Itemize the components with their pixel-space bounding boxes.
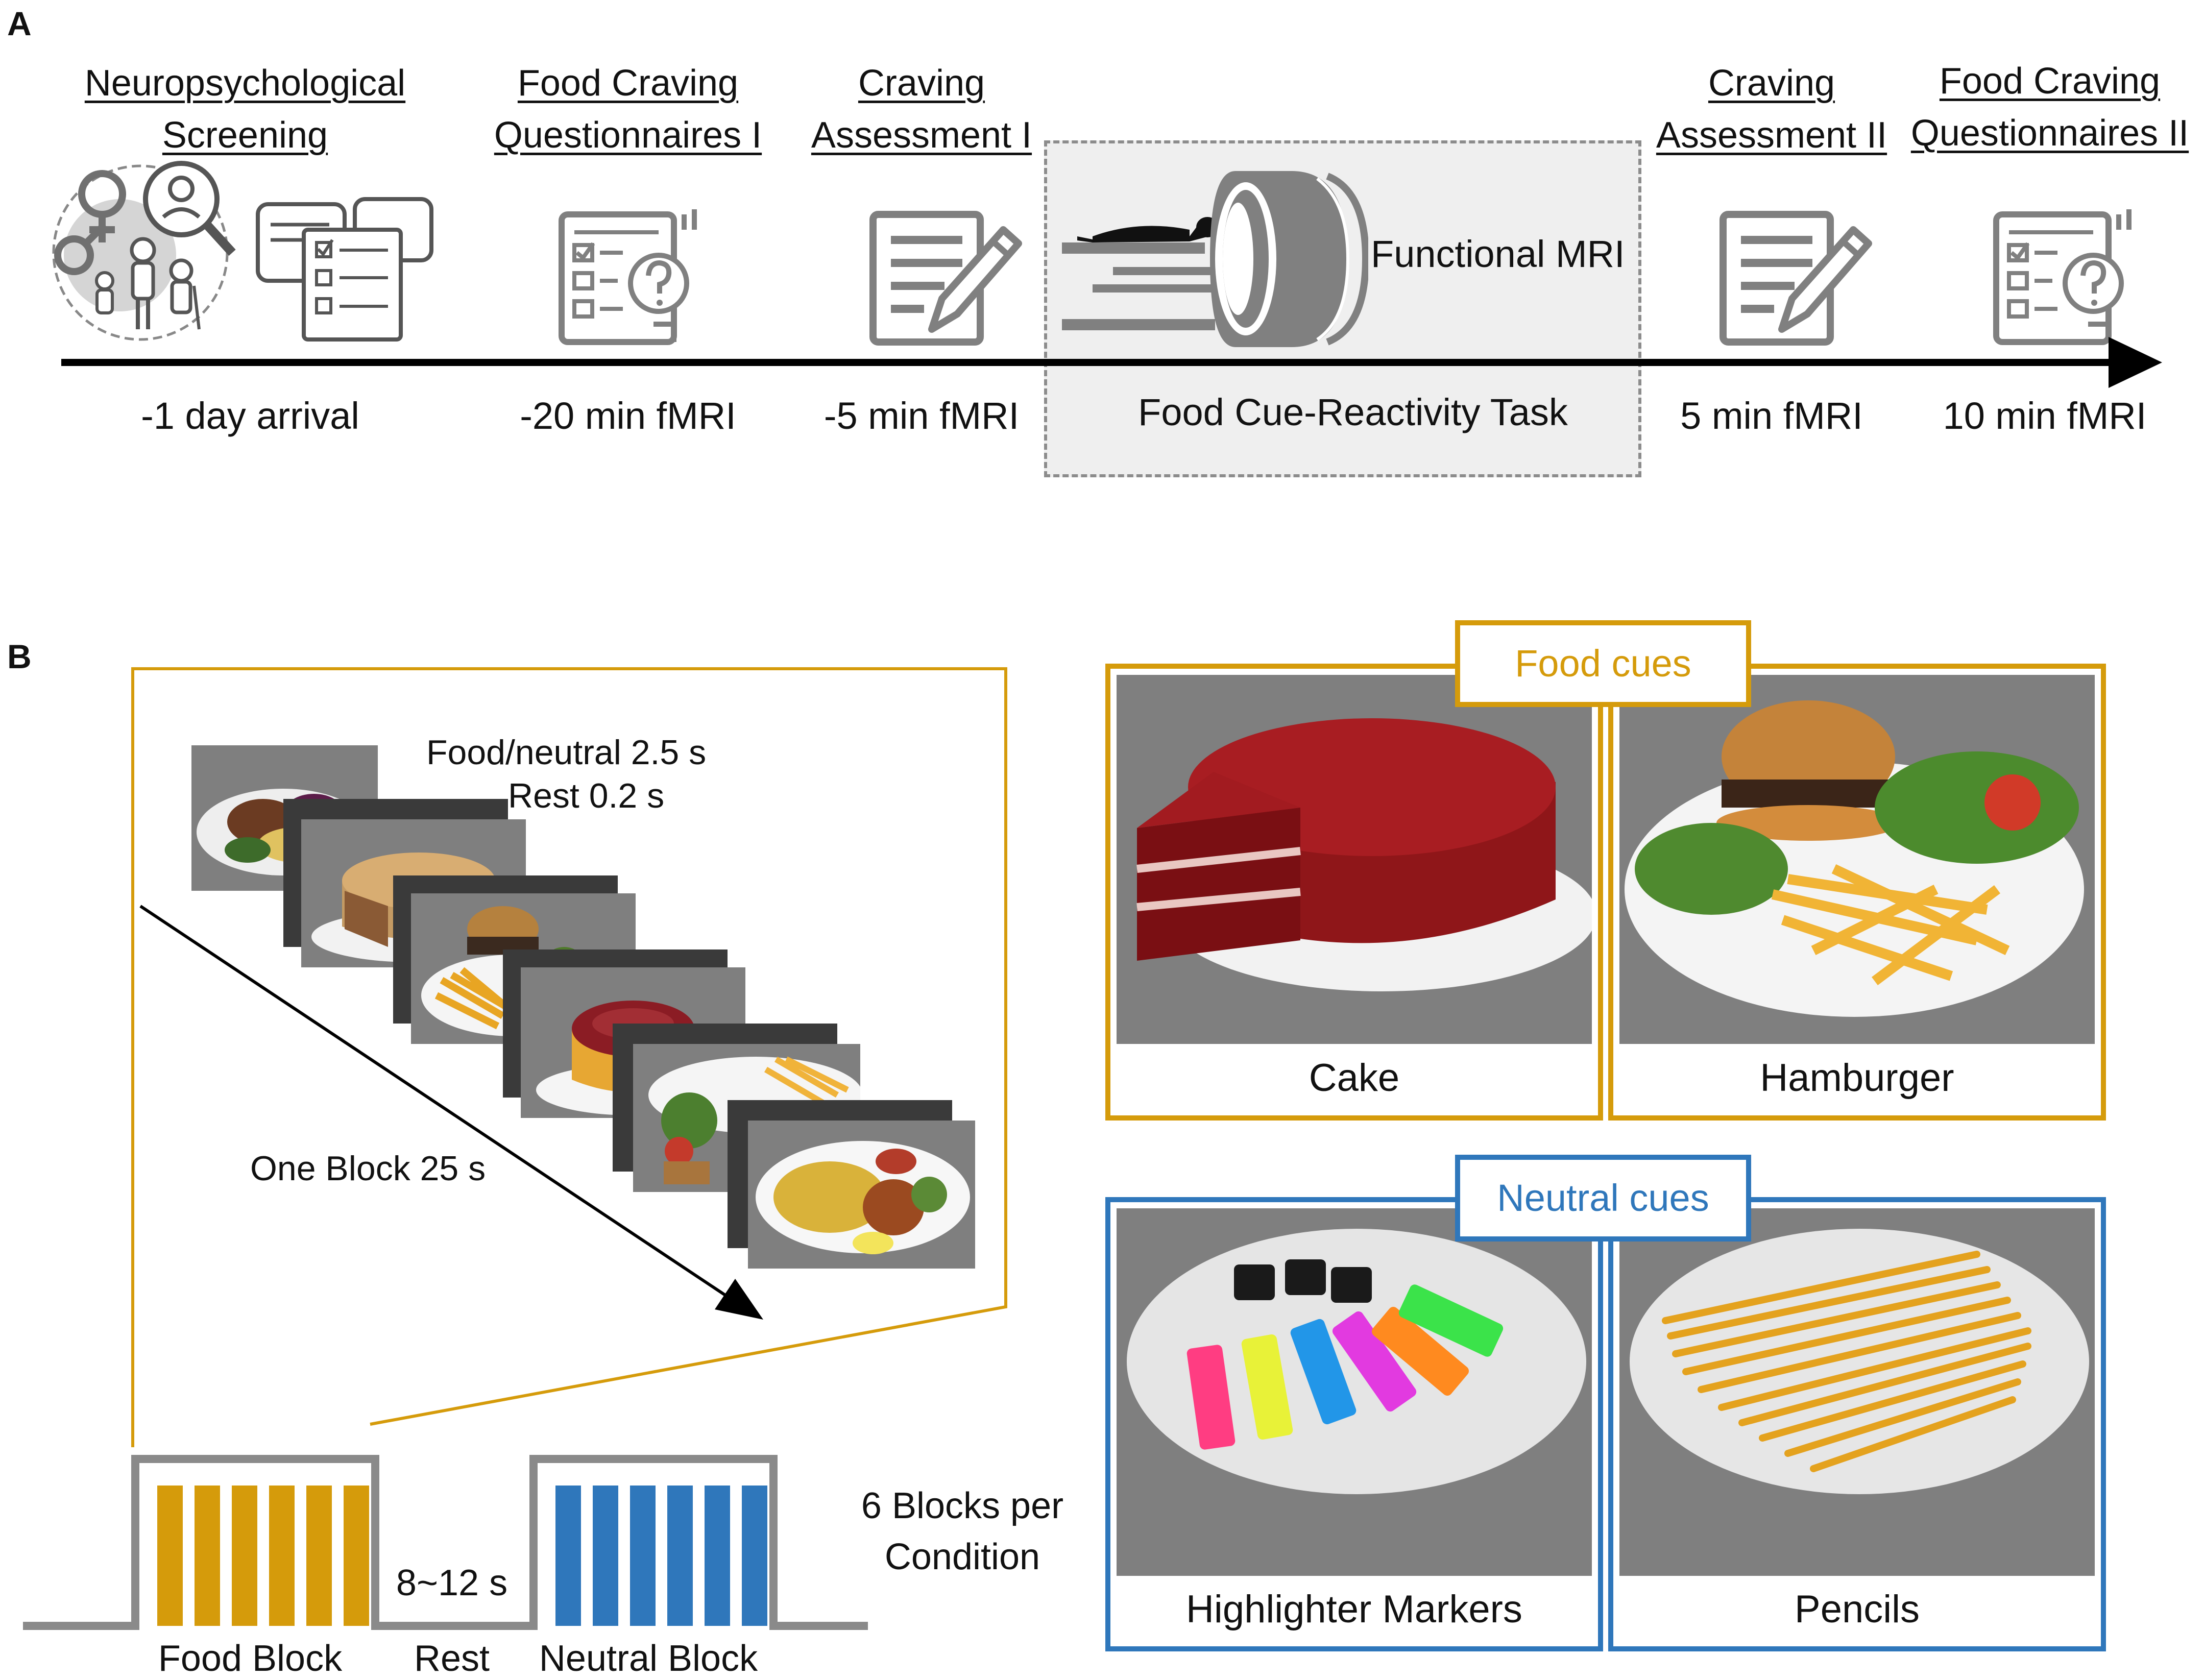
stage-title-line: Food Craving (517, 63, 739, 104)
stage-title-craving-2: Craving Assessment II (1646, 57, 1897, 161)
stage-title-line: Assessment II (1656, 115, 1887, 156)
cake-image (1117, 675, 1592, 1044)
cake-caption: Cake (1117, 1046, 1592, 1109)
hamburger-caption: Hamburger (1619, 1046, 2095, 1109)
neutral-block-bars (555, 1486, 767, 1626)
food-block-label: Food Block (158, 1638, 343, 1679)
rest-duration-label: Rest 0.2 s (508, 776, 665, 815)
neutral-cue-frame-highlighters: Highlighter Markers (1105, 1197, 1603, 1651)
demographics-icon (52, 161, 433, 342)
neutral-block-label: Neutral Block (539, 1638, 758, 1679)
time-label: 10 min fMRI (1943, 395, 2147, 437)
time-label: -20 min fMRI (520, 395, 736, 437)
pencils-caption: Pencils (1619, 1579, 2095, 1640)
food-block-bars (157, 1486, 369, 1626)
food-cue-frame-hamburger: Hamburger (1608, 664, 2106, 1121)
time-label: -1 day arrival (141, 395, 359, 437)
blocks-per-line: 6 Blocks per (861, 1486, 1064, 1526)
stage-title-food-craving-2: Food Craving Questionnaires II (1902, 55, 2198, 159)
stage-title-line: Craving (1708, 63, 1835, 104)
stage-title-food-craving-1: Food Craving Questionnaires I (449, 57, 807, 161)
neutral-cue-frame-pencils: Pencils (1608, 1197, 2106, 1651)
timeline-arrow (61, 337, 2162, 388)
panel-b-letter: B (7, 638, 32, 675)
hamburger-image (1619, 675, 2095, 1044)
neutral-cues-header: Neutral cues (1455, 1155, 1751, 1241)
questionnaire-icon (1993, 209, 2132, 345)
questionnaire-icon (559, 209, 697, 345)
assessment-pencil-icon (1719, 211, 1872, 346)
fmri-label: Functional MRI (1371, 233, 1625, 275)
stage-title-line: Neuropsychological (84, 63, 406, 104)
rest-duration-block-label: 8~12 s (396, 1563, 508, 1603)
food-slide (748, 1121, 975, 1269)
stage-title-line: Food Craving (1939, 61, 2161, 102)
stage-title-line: Questionnaires II (1910, 113, 2189, 154)
stage-title-line: Questionnaires I (494, 115, 762, 156)
zoom-frame (131, 667, 1007, 1447)
condition-line: Condition (884, 1537, 1040, 1577)
pencils-image (1619, 1208, 2095, 1576)
block-design-waveform (23, 1455, 868, 1630)
fmri-dashed-box (1044, 140, 1641, 477)
blocks-per-condition-label: 6 Blocks per Condition (842, 1480, 1082, 1582)
rest-block-label: Rest (414, 1638, 490, 1679)
stim-duration-label: Food/neutral 2.5 s (426, 733, 707, 772)
highlighters-image (1117, 1208, 1592, 1576)
time-label: 5 min fMRI (1680, 395, 1863, 437)
block-direction-arrow (139, 905, 763, 1320)
mri-scanner-icon (1062, 171, 1368, 347)
food-cues-header: Food cues (1455, 620, 1751, 707)
assessment-pencil-icon (869, 211, 1022, 346)
highlighters-caption: Highlighter Markers (1117, 1579, 1592, 1640)
panel-a-letter: A (7, 5, 32, 42)
stage-title-line: Craving (858, 63, 985, 104)
time-label: -5 min fMRI (824, 395, 1020, 437)
stage-title-line: Screening (162, 115, 328, 156)
stage-title-neuropsych: Neuropsychological Screening (61, 57, 429, 161)
stage-title-craving-1: Craving Assessment I (802, 57, 1042, 161)
food-cue-frame-cake: Cake (1105, 664, 1603, 1121)
fmri-task-label: Food Cue-Reactivity Task (1138, 391, 1568, 433)
stage-title-line: Assessment I (811, 115, 1032, 156)
one-block-label: One Block 25 s (250, 1149, 486, 1188)
